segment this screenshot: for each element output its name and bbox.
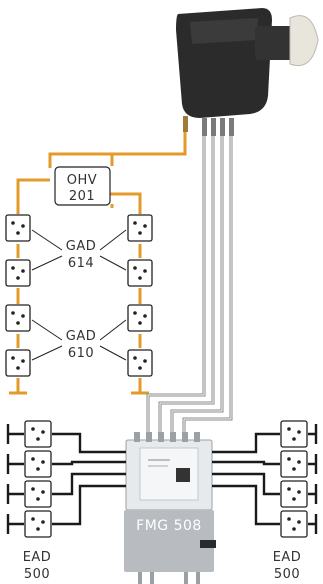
ead-right-line1: EAD: [273, 550, 302, 565]
antenna-socket-icon: [24, 510, 52, 538]
antenna-socket-icon: [280, 420, 308, 448]
trunk-cable: [9, 132, 187, 395]
outlet-cables-left: [6, 424, 126, 534]
gad-top-line1: GAD: [66, 239, 96, 254]
antenna-socket-icon: [5, 349, 31, 377]
gad-top-line2: 614: [68, 256, 94, 271]
ead-right-line2: 500: [274, 567, 300, 582]
antenna-socket-icon: [24, 420, 52, 448]
antenna-socket-icon: [5, 214, 31, 242]
multiswitch-label: FMG 508: [136, 518, 202, 534]
ead-right-label: EAD 500: [273, 550, 302, 582]
antenna-socket-icon: [5, 304, 31, 332]
lnb-icon: [176, 8, 319, 136]
antenna-socket-icon: [280, 450, 308, 478]
ohv-amplifier: OHV 201: [54, 166, 111, 206]
antenna-socket-icon: [5, 259, 31, 287]
antenna-socket-icon: [127, 304, 153, 332]
gad-610-label: GAD 610: [31, 319, 127, 361]
gad-bottom-line1: GAD: [66, 329, 96, 344]
multiswitch-icon: FMG 508: [124, 432, 216, 584]
outlet-cables-right: [212, 424, 318, 534]
antenna-socket-icon: [127, 349, 153, 377]
trunk-sockets: [5, 214, 153, 377]
gad-bottom-line2: 610: [68, 346, 94, 361]
ead-left-label: EAD 500: [23, 550, 52, 582]
gad-614-label: GAD 614: [31, 229, 127, 271]
lnb-coax-bundle: [146, 136, 233, 446]
antenna-socket-icon: [127, 259, 153, 287]
antenna-socket-icon: [24, 480, 52, 508]
ohv-label-line2: 201: [69, 189, 95, 204]
antenna-socket-icon: [127, 214, 153, 242]
ead-sockets: [24, 420, 308, 538]
ead-left-line1: EAD: [23, 550, 52, 565]
antenna-socket-icon: [280, 510, 308, 538]
antenna-socket-icon: [24, 450, 52, 478]
antenna-socket-icon: [280, 480, 308, 508]
ead-left-line2: 500: [24, 567, 50, 582]
ohv-label-line1: OHV: [67, 173, 97, 188]
